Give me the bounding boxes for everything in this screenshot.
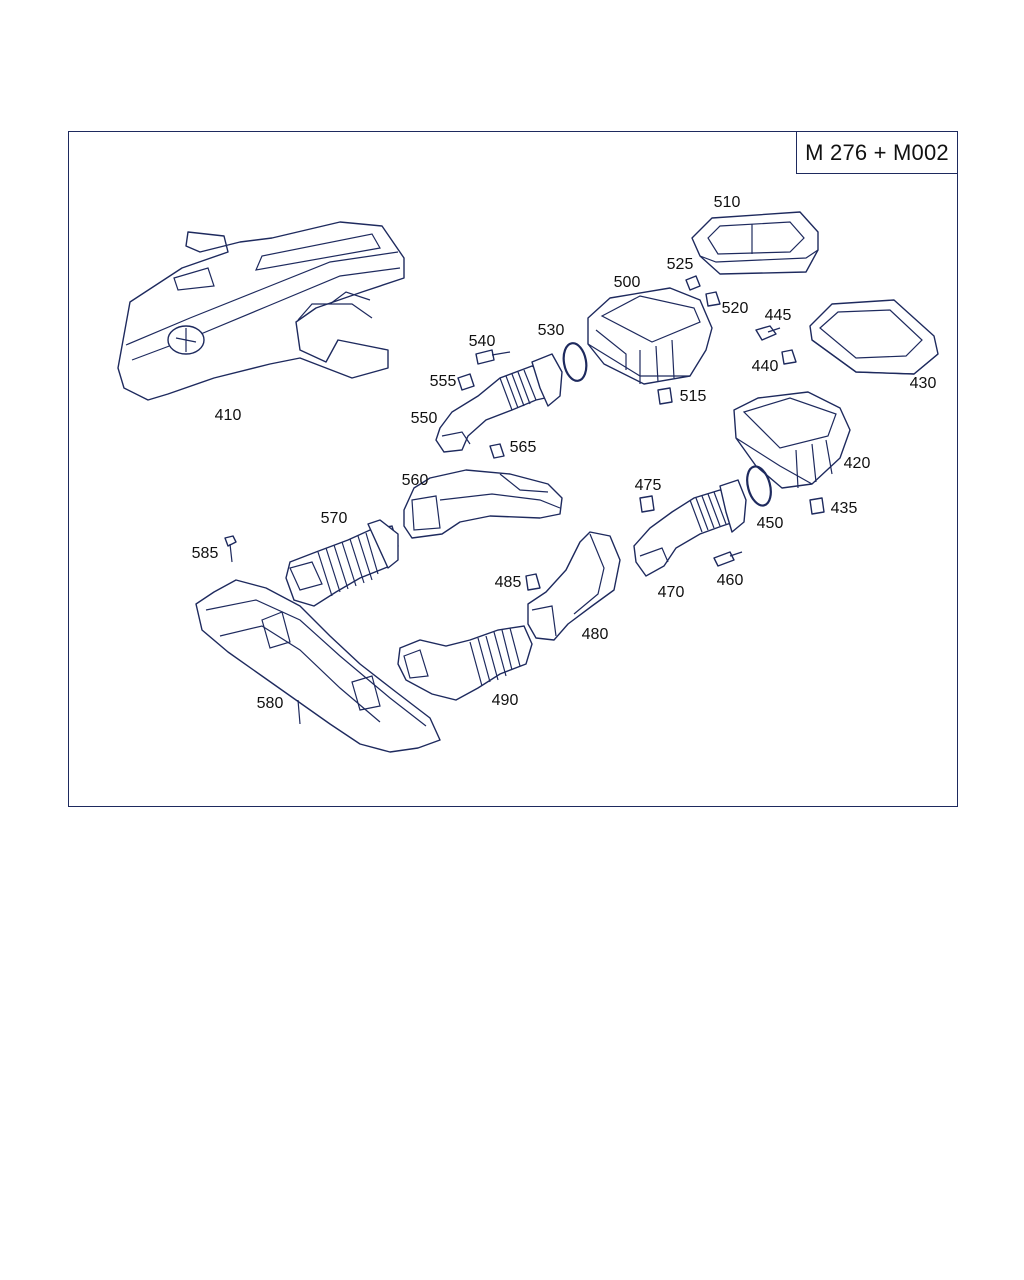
seal-ring-530	[562, 342, 588, 382]
label-515: 515	[679, 388, 707, 405]
label-420: 420	[843, 455, 871, 472]
air-filter-housing-500	[587, 287, 713, 385]
clip-555	[457, 373, 475, 391]
grommet-435	[809, 497, 825, 515]
label-470: 470	[657, 584, 685, 601]
label-520: 520	[721, 300, 749, 317]
label-410: 410	[214, 407, 242, 424]
label-585: 585	[191, 545, 219, 562]
air-filter-510	[691, 211, 819, 275]
label-430: 430	[909, 375, 937, 392]
label-510: 510	[713, 194, 741, 211]
grommet-440	[781, 349, 797, 365]
label-435: 435	[830, 500, 858, 517]
label-480: 480	[581, 626, 609, 643]
grommet-520	[705, 291, 721, 307]
intake-pipe-470	[633, 479, 747, 577]
grommet-565	[489, 443, 505, 459]
label-450: 450	[756, 515, 784, 532]
diagram-frame	[68, 131, 958, 807]
label-550: 550	[410, 410, 438, 427]
seal-ring-450	[746, 465, 772, 507]
sensor-445	[755, 325, 781, 341]
bellows-hose-570	[285, 519, 399, 607]
bellows-hose-490	[397, 625, 533, 701]
label-560: 560	[401, 472, 429, 489]
grommet-515	[657, 387, 673, 405]
label-555: 555	[429, 373, 457, 390]
label-460: 460	[716, 572, 744, 589]
grommet-475	[639, 495, 655, 513]
label-565: 565	[509, 439, 537, 456]
air-duct-560	[403, 469, 563, 539]
air-filter-430	[809, 299, 939, 375]
intake-pipe-550	[435, 353, 563, 453]
label-580: 580	[256, 695, 284, 712]
bolt-460	[713, 551, 743, 567]
air-duct-480	[527, 531, 621, 641]
label-445: 445	[764, 307, 792, 324]
screw-585	[224, 535, 237, 563]
label-540: 540	[468, 333, 496, 350]
label-570: 570	[320, 510, 348, 527]
engine-cover-410	[117, 221, 405, 401]
label-490: 490	[491, 692, 519, 709]
label-525: 525	[666, 256, 694, 273]
label-500: 500	[613, 274, 641, 291]
grommet-485	[525, 573, 541, 591]
label-475: 475	[634, 477, 662, 494]
lower-duct-580	[195, 579, 441, 753]
label-530: 530	[537, 322, 565, 339]
diagram-title: M 276 + M002	[796, 131, 958, 174]
label-440: 440	[751, 358, 779, 375]
bolt-540	[475, 349, 511, 365]
sensor-525	[685, 275, 701, 291]
label-485: 485	[494, 574, 522, 591]
air-filter-housing-420	[733, 391, 851, 489]
